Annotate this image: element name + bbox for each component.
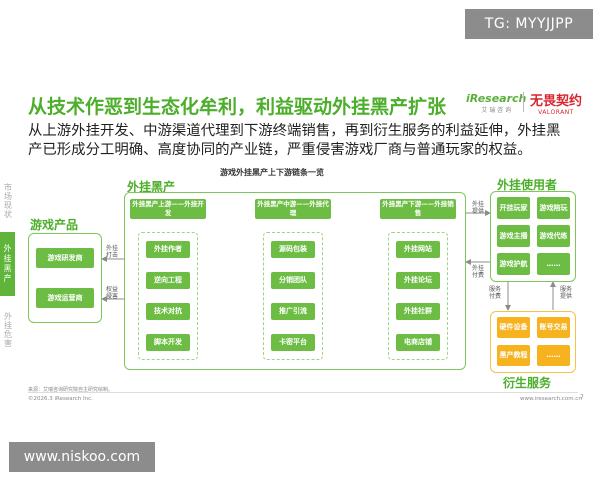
game-products-label: 游戏产品 <box>30 218 79 232</box>
user-more: …… <box>537 253 570 275</box>
game-products-frame <box>28 233 102 323</box>
side-nav-item-harm[interactable]: 外挂危害 <box>4 312 12 348</box>
upstream-item-reverse-engineering: 逆向工程 <box>146 272 190 289</box>
midstream-list-frame <box>263 232 323 360</box>
logo-divider <box>523 92 524 112</box>
service-account-trading: 账号交易 <box>537 317 570 338</box>
upstream-item-tech-countermeasure: 技术对抗 <box>146 303 190 320</box>
upstream-title-box: 外挂黑产上游——外挂开发 <box>130 199 206 219</box>
footer-copyright: ©2026.3 iResearch Inc. <box>28 396 93 402</box>
iresearch-logo-text: iResearch <box>466 92 527 105</box>
downstream-item-cheat-website: 外挂网站 <box>396 241 440 258</box>
footer-divider <box>28 392 578 393</box>
service-black-market-tutorial: 黑产教程 <box>497 345 530 366</box>
diagram-title: 游戏外挂黑产上下游链条一览 <box>220 168 324 177</box>
valorant-logo-sub: VALORANT <box>538 109 574 116</box>
downstream-item-ecommerce-store: 电商店铺 <box>396 334 440 351</box>
edge-label-cheat-purchase: 外挂 付费 <box>471 265 484 279</box>
slide-lead-text: 从上游外挂开发、中游渠道代理到下游终端销售，再到衍生服务的利益延伸，外挂黑产已形… <box>28 123 561 158</box>
valorant-logo-text: 无畏契约 <box>530 94 583 109</box>
downstream-item-cheat-forum: 外挂论坛 <box>396 272 440 289</box>
downstream-item-cheat-community: 外挂社群 <box>396 303 440 320</box>
cheat-users-label: 外挂使用者 <box>497 178 558 192</box>
upstream-list-frame <box>138 232 198 360</box>
service-hardware-device: 硬件设备 <box>497 317 530 338</box>
game-operator-box: 游戏运营商 <box>36 288 94 308</box>
edge-label-cheat-provide: 外挂 提供 <box>471 201 484 215</box>
edge-label-rights-infringement: 权益 侵害 <box>105 286 118 300</box>
edge-label-service-provide: 服务 提供 <box>559 286 572 300</box>
derivative-services-label: 衍生服务 <box>503 376 552 390</box>
side-nav-item-active[interactable]: 外挂黑产 <box>0 232 15 296</box>
upstream-item-cheat-author: 外挂作者 <box>146 241 190 258</box>
midstream-item-source-packaging: 源码包装 <box>271 241 315 258</box>
service-more: …… <box>537 345 570 366</box>
user-game-booster: 游戏代练 <box>537 225 570 247</box>
watermark-bottom: www.niskoo.com <box>9 442 155 472</box>
side-nav-item-market[interactable]: 市场现状 <box>4 183 12 219</box>
user-game-escort: 游戏护航 <box>497 253 530 275</box>
edge-label-cheat-attack: 外挂 打击 <box>105 245 118 259</box>
midstream-title-box: 外挂黑产中游——外挂代理 <box>255 199 331 219</box>
user-game-streamer: 游戏主播 <box>497 225 530 247</box>
valorant-logo: 无畏契约 VALORANT <box>530 90 582 116</box>
footer-source: 来源：艾瑞咨询研究院自主研究绘制。 <box>28 387 114 393</box>
midstream-item-key-platform: 卡密平台 <box>271 334 315 351</box>
midstream-item-promotion: 推广引流 <box>271 303 315 320</box>
midstream-item-distribution-team: 分销团队 <box>271 272 315 289</box>
downstream-title-box: 外挂黑产下游——外挂销售 <box>380 199 456 219</box>
edge-label-service-pay: 服务 付费 <box>488 286 501 300</box>
game-developer-box: 游戏研发商 <box>36 248 94 268</box>
iresearch-logo: iResearch 艾 瑞 咨 询 <box>466 92 526 114</box>
user-cheating-player: 开挂玩家 <box>497 197 530 219</box>
slide-headline: 从技术作恶到生态化牟利，利益驱动外挂黑产扩张 <box>28 96 447 118</box>
watermark-top: TG: MYYJJPP <box>465 9 593 39</box>
footer-page-number: 7 <box>580 394 584 401</box>
cheat-black-market-label: 外挂黑产 <box>127 180 176 194</box>
upstream-item-script-development: 脚本开发 <box>146 334 190 351</box>
downstream-list-frame <box>388 232 448 360</box>
iresearch-logo-sub: 艾 瑞 咨 询 <box>481 107 512 114</box>
user-game-companion: 游戏陪玩 <box>537 197 570 219</box>
footer-url[interactable]: www.iresearch.com.cn <box>520 396 582 402</box>
